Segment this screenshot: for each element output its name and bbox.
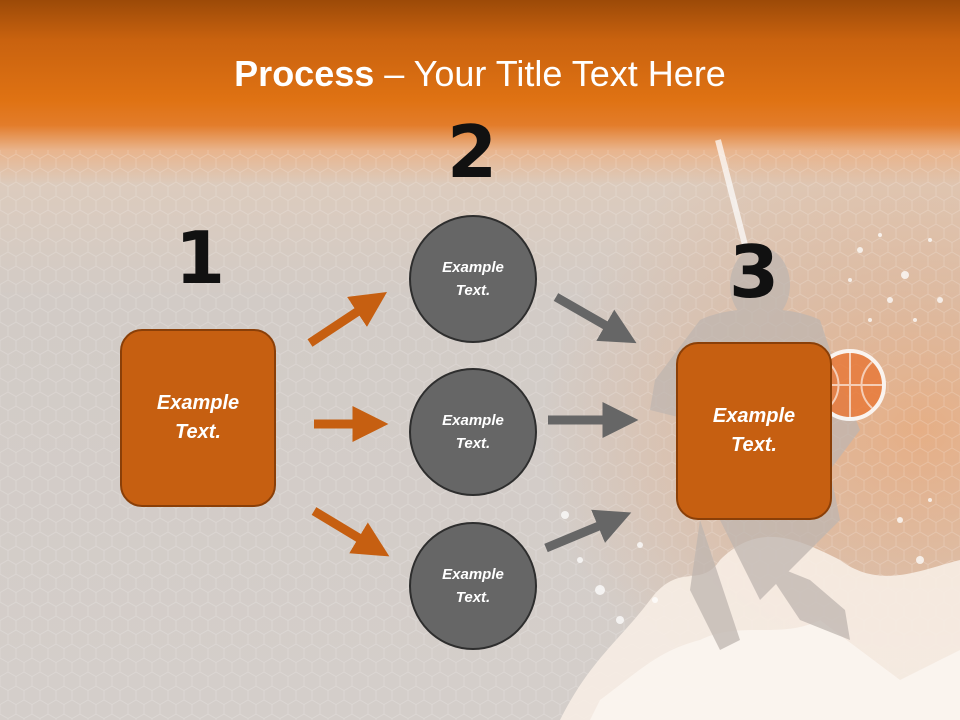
title-rest: – Your Title Text Here (374, 53, 726, 94)
circle-2: Example Text. (409, 368, 537, 496)
step-number-2: 2 (446, 110, 498, 194)
step-number-1: 1 (174, 216, 226, 300)
right-step-box: Example Text. (676, 342, 832, 520)
left-step-box: Example Text. (120, 329, 276, 507)
title-bold: Process (234, 53, 375, 94)
step-number-3: 3 (728, 230, 780, 314)
arrow-from-circle-1 (553, 293, 637, 344)
circle-3-label: Example Text. (442, 566, 504, 606)
left-box-label: Example Text. (156, 392, 240, 443)
slide-title: Process – Your Title Text Here (0, 52, 960, 96)
arrow-to-circle-3 (311, 507, 390, 557)
arrow-from-circle-3 (544, 509, 632, 553)
arrow-to-circle-1 (307, 292, 388, 347)
circle-1: Example Text. (409, 215, 537, 343)
right-box-label: Example Text. (712, 405, 796, 456)
circle-1-label: Example Text. (442, 259, 504, 299)
circle-2-label: Example Text. (442, 412, 504, 452)
circle-3: Example Text. (409, 522, 537, 650)
